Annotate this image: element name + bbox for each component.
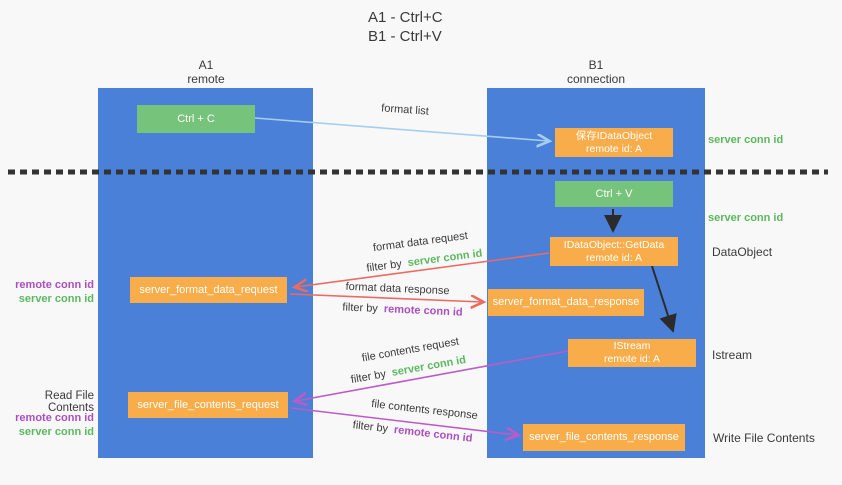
left-server-conn-id-1: server conn id <box>18 293 94 305</box>
label-format-data-response: format data response <box>345 280 450 298</box>
left-remote-conn-id-2: remote conn id <box>15 412 94 424</box>
lane-header-a1: A1 remote <box>146 58 266 86</box>
right-dataobject-label: DataObject <box>712 245 773 259</box>
node-server-file-contents-response-label: server_file_contents_response <box>529 431 679 443</box>
filter-by-text: filter by <box>342 301 379 315</box>
node-istream: IStream remote id: A <box>568 339 696 367</box>
right-write-file-contents-label: Write File Contents <box>713 431 815 445</box>
lane-header-b1: B1 connection <box>536 58 656 86</box>
label-filter-by-remote-conn-id-1: filter by remote conn id <box>330 301 475 320</box>
right-server-conn-id-1: server conn id <box>708 134 784 146</box>
left-read-file-contents-label: Read File Contents <box>44 390 94 414</box>
node-getdata-line2: remote id: A <box>585 251 643 264</box>
lane-a1-subtitle: remote <box>187 72 225 86</box>
node-server-file-contents-response: server_file_contents_response <box>523 424 685 451</box>
node-server-format-data-response-label: server_format_data_response <box>492 296 640 308</box>
label-filter-by-remote-conn-id-2: filter by remote conn id <box>340 418 486 447</box>
remote-conn-id-text: remote conn id <box>383 303 463 319</box>
filter-by-text: filter by <box>365 258 403 275</box>
node-istream-line1: IStream <box>613 340 651 352</box>
title-line-1: A1 - Ctrl+C <box>368 9 443 26</box>
left-conn-ids-1: remote conn id server conn id <box>4 278 94 306</box>
right-server-conn-id-2: server conn id <box>708 212 784 224</box>
lane-a1-name: A1 <box>198 58 214 72</box>
node-ctrl-v-label: Ctrl + V <box>595 187 633 200</box>
filter-by-text: filter by <box>349 368 387 387</box>
node-server-format-data-request: server_format_data_request <box>130 277 287 303</box>
remote-conn-id-text: remote conn id <box>393 423 474 445</box>
node-server-format-data-response: server_format_data_response <box>488 289 644 316</box>
lane-b1-name: B1 <box>588 58 604 72</box>
node-server-format-data-request-label: server_format_data_request <box>139 283 278 296</box>
node-getdata-line1: IDataObject::GetData <box>563 238 665 251</box>
lane-b1-subtitle: connection <box>566 72 626 86</box>
diagram-title: A1 - Ctrl+C B1 - Ctrl+V <box>368 8 443 46</box>
node-istream-line2: remote id: A <box>603 353 661 365</box>
left-server-conn-id-2: server conn id <box>18 426 94 438</box>
node-server-file-contents-request: server_file_contents_request <box>128 392 288 418</box>
node-server-file-contents-request-label: server_file_contents_request <box>137 398 279 411</box>
node-save-idataobject: 保存IDataObject remote id: A <box>555 128 673 157</box>
label-format-list: format list <box>380 102 430 118</box>
server-conn-id-text: server conn id <box>406 247 484 270</box>
filter-by-text: filter by <box>352 419 389 436</box>
right-istream-label: Istream <box>712 348 753 362</box>
node-ctrl-v: Ctrl + V <box>555 181 673 207</box>
left-conn-ids-2: remote conn id server conn id <box>4 411 94 439</box>
node-idataobject-getdata: IDataObject::GetData remote id: A <box>550 237 678 266</box>
left-remote-conn-id-1: remote conn id <box>15 279 94 291</box>
node-save-idataobject-line1: 保存IDataObject <box>575 129 653 142</box>
node-save-idataobject-line2: remote id: A <box>585 142 643 155</box>
node-ctrl-c-label: Ctrl + C <box>177 112 215 125</box>
title-line-2: B1 - Ctrl+V <box>368 28 442 45</box>
node-ctrl-c: Ctrl + C <box>137 105 255 133</box>
